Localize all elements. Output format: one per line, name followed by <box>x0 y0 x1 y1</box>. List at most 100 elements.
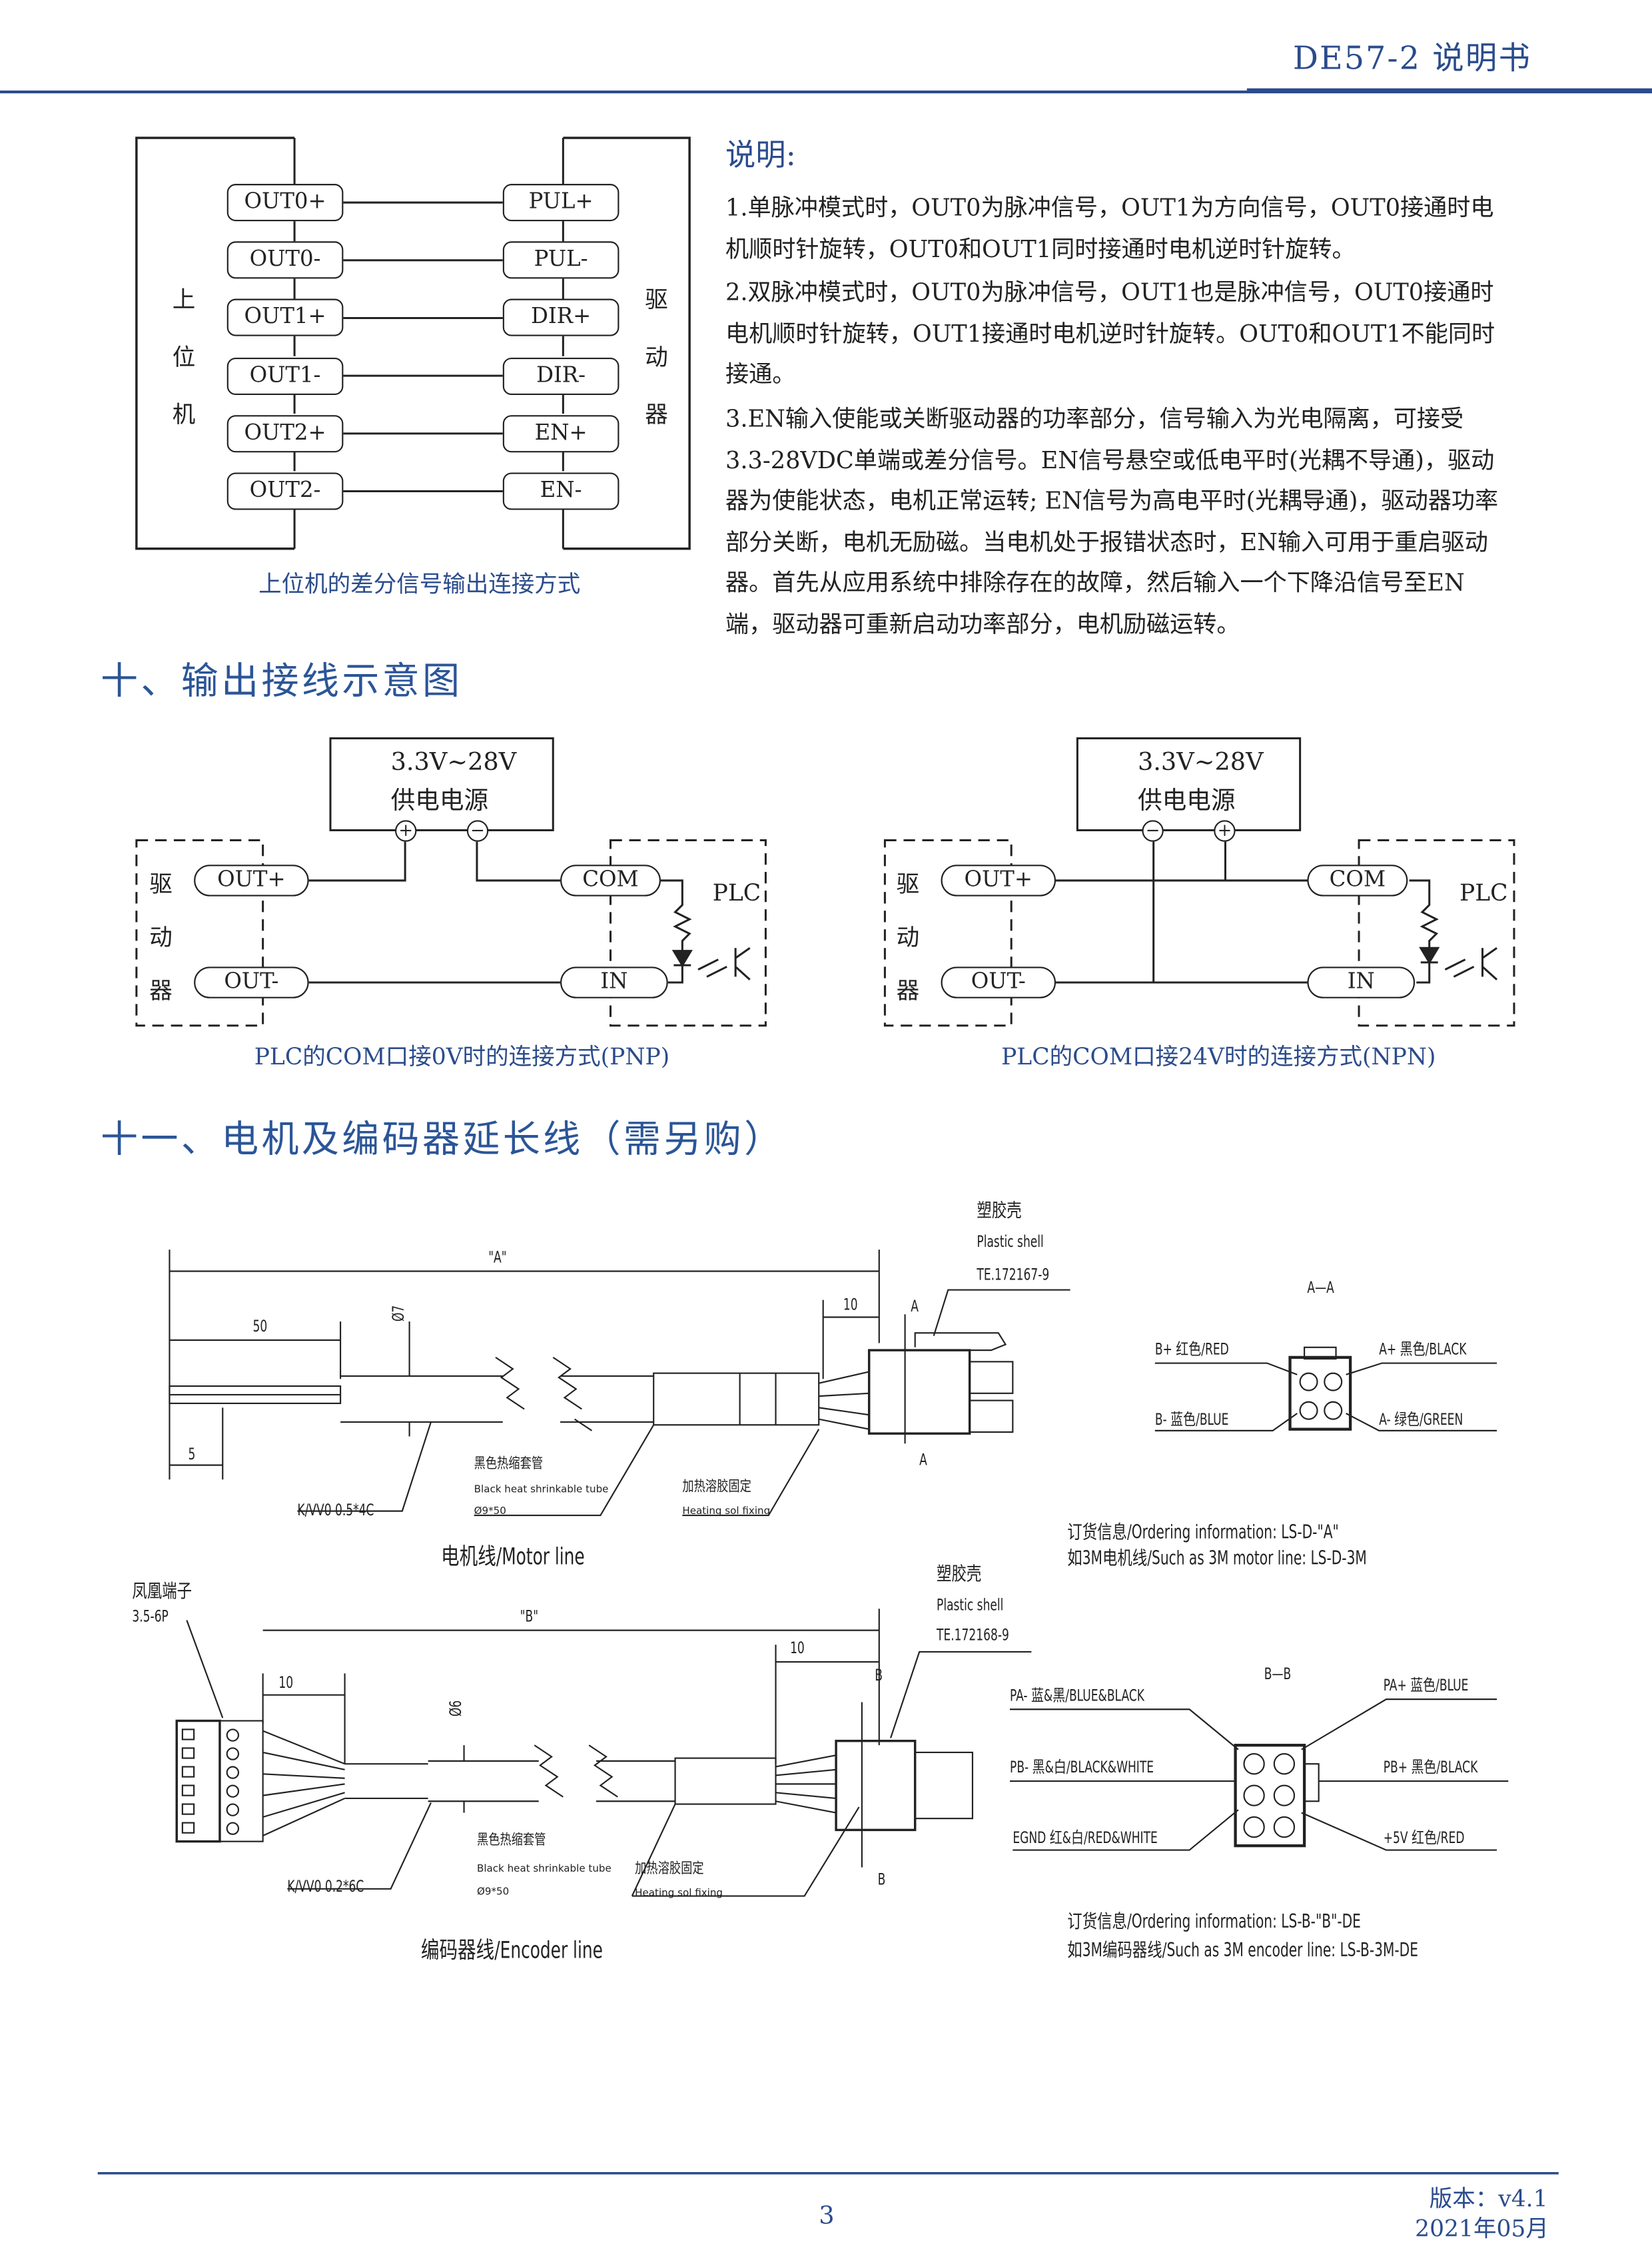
section-mark-bottom: B <box>877 1870 886 1889</box>
host-label-3: 机 <box>172 400 196 428</box>
driver-pin-4: EN+ <box>502 414 620 452</box>
npn-terminal-left: − <box>1142 820 1164 842</box>
diagram-caption: 上位机的差分信号输出连接方式 <box>258 570 581 598</box>
host-pin-0: OUT0+ <box>226 184 344 222</box>
motor-order-example: 如3M电机线/Such as 3M motor line: LS-D-3M <box>1067 1548 1367 1571</box>
encoder-order-info: 订货信息/Ordering information: LS-B-"B"-DE <box>1067 1912 1361 1934</box>
dim-b: "B" <box>520 1607 539 1627</box>
section-a-title: A—A <box>1307 1278 1334 1298</box>
pin-a-plus: A+ 黑色/BLACK <box>1379 1340 1467 1359</box>
note-2: 2.双脉冲模式时，OUT0为脉冲信号，OUT1也是脉冲信号，OUT0接通时电机顺… <box>725 278 1495 388</box>
tube-en: Black heat shrinkable tube <box>474 1483 609 1495</box>
host-label-2: 位 <box>172 343 196 371</box>
tube-en: Black heat shrinkable tube <box>476 1862 612 1875</box>
dim-50: 50 <box>252 1317 268 1336</box>
terminal-screw <box>181 1728 195 1740</box>
driver-pin-0: PUL+ <box>502 184 620 222</box>
pin-pb-plus: PB+ 黑色/BLACK <box>1383 1758 1478 1777</box>
npn-supply-voltage: 3.3V~28V <box>1137 748 1264 777</box>
shell-part-number: TE.172168-9 <box>937 1626 1009 1645</box>
tube-cn: 黑色热缩套管 <box>476 1832 546 1849</box>
driver-label-2: 动 <box>645 343 668 371</box>
encoder-line-title: 编码器线/Encoder line <box>420 1936 603 1964</box>
section-mark-top: B <box>875 1666 883 1685</box>
host-pin-5: OUT2- <box>226 472 344 510</box>
pin-pb-minus: PB- 黑&白/BLACK&WHITE <box>1010 1758 1154 1777</box>
pnp-com: COM <box>560 865 661 897</box>
pin-5v: +5V 红色/RED <box>1383 1828 1465 1848</box>
driver-pin-1: PUL- <box>502 241 620 279</box>
pnp-supply-voltage: 3.3V~28V <box>390 748 517 777</box>
host-pin-4: OUT2+ <box>226 414 344 452</box>
shell-cn: 塑胶壳 <box>977 1200 1022 1223</box>
npn-com: COM <box>1307 865 1408 897</box>
npn-in: IN <box>1307 966 1416 998</box>
pnp-caption: PLC的COM口接0V时的连接方式(PNP) <box>254 1042 670 1070</box>
pnp-driver-label: 器 <box>149 976 173 1004</box>
npn-caption: PLC的COM口接24V时的连接方式(NPN) <box>1001 1042 1436 1070</box>
section-mark-bottom: A <box>919 1451 927 1470</box>
terminal-screw <box>181 1766 195 1778</box>
pin-a-minus: A- 绿色/GREEN <box>1379 1410 1463 1429</box>
npn-driver-label: 驱 <box>896 870 920 898</box>
note-3: 3.EN输入使能或关断驱动器的功率部分，信号输入为光电隔离，可接受3.3-28V… <box>725 405 1499 637</box>
fix-cn: 加热溶胶固定 <box>635 1861 704 1878</box>
shell-cn: 塑胶壳 <box>937 1564 982 1586</box>
dim-10: 10 <box>843 1296 858 1315</box>
tube-size: Ø9*50 <box>474 1505 506 1517</box>
host-pin-1: OUT0- <box>226 241 344 279</box>
terminal-screw <box>181 1784 195 1796</box>
pnp-terminal-left: + <box>395 820 417 842</box>
npn-out-minus: OUT- <box>941 966 1056 998</box>
page-number: 3 <box>819 2201 835 2231</box>
terminal-hole <box>226 1728 240 1742</box>
date: 2021年05月 <box>1415 2215 1549 2243</box>
driver-pin-5: EN- <box>502 472 620 510</box>
driver-pin-2: DIR+ <box>502 299 620 337</box>
terminal-part: 3.5-6P <box>132 1607 169 1627</box>
section-mark-top: A <box>911 1297 919 1316</box>
terminal-hole <box>226 1747 240 1760</box>
encoder-order-example: 如3M编码器线/Such as 3M encoder line: LS-B-3M… <box>1067 1940 1418 1962</box>
terminal-screw <box>181 1747 195 1759</box>
tube-cn: 黑色热缩套管 <box>474 1456 544 1473</box>
document-title: DE57-2 说明书 <box>1292 41 1532 78</box>
npn-terminal-right: + <box>1214 820 1236 842</box>
section-b-title: B—B <box>1264 1665 1292 1684</box>
shell-en: Plastic shell <box>977 1232 1044 1252</box>
pnp-in: IN <box>560 966 668 998</box>
pin-pa-minus: PA- 蓝&黑/BLUE&BLACK <box>1010 1686 1144 1705</box>
npn-plc-label: PLC <box>1459 879 1508 907</box>
cable-spec: K/VV0 0.2*6C <box>287 1877 364 1896</box>
dim-10-right: 10 <box>790 1639 805 1658</box>
driver-pin-3: DIR- <box>502 357 620 395</box>
diameter: Ø6 <box>446 1700 466 1717</box>
host-pin-2: OUT1+ <box>226 299 344 337</box>
cable-spec: K/VV0 0.5*4C <box>297 1501 374 1520</box>
section-10-heading: 十、输出接线示意图 <box>100 660 463 704</box>
pin-egnd: EGND 红&白/RED&WHITE <box>1013 1828 1158 1848</box>
npn-driver-label: 器 <box>896 976 920 1004</box>
version: 版本：v4.1 <box>1429 2185 1548 2213</box>
pnp-out-minus: OUT- <box>194 966 309 998</box>
terminal-hole <box>226 1784 240 1798</box>
pnp-plc-label: PLC <box>712 879 761 907</box>
terminal-hole <box>226 1803 240 1816</box>
host-pin-3: OUT1- <box>226 357 344 395</box>
shell-part-number: TE.172167-9 <box>977 1265 1050 1284</box>
note-1: 1.单脉冲模式时，OUT0为脉冲信号，OUT1为方向信号，OUT0接通时电机顺时… <box>725 194 1494 262</box>
fix-cn: 加热溶胶固定 <box>682 1479 751 1495</box>
terminal-hole <box>226 1766 240 1779</box>
section-11-heading: 十一、电机及编码器延长线（需另购） <box>100 1118 785 1162</box>
motor-line-title: 电机线/Motor line <box>441 1543 585 1571</box>
terminal-cn: 凤凰端子 <box>132 1581 193 1603</box>
host-label-1: 上 <box>172 286 196 314</box>
pnp-terminal-right: − <box>466 820 489 842</box>
dim-5: 5 <box>188 1445 196 1464</box>
dim-a: "A" <box>488 1248 507 1268</box>
pin-pa-plus: PA+ 蓝色/BLUE <box>1383 1676 1469 1695</box>
driver-label-1: 驱 <box>645 286 668 314</box>
pnp-supply-label: 供电电源 <box>390 787 489 816</box>
npn-driver-label: 动 <box>896 923 920 951</box>
